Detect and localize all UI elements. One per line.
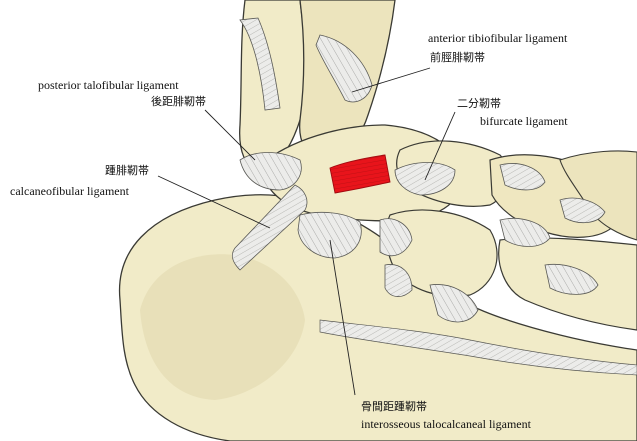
highlighted-ligament: [329, 154, 391, 194]
forefoot-ligament-1: [499, 163, 546, 191]
forefoot-ligament-2: [499, 218, 551, 247]
plantar-ligament: [319, 319, 637, 376]
anterior-tibiofibular-ligament: [315, 34, 373, 103]
forefoot-ligament-3: [559, 197, 606, 224]
leader-lines: [157, 67, 456, 396]
posterior-talofibular-ligament: [239, 152, 302, 191]
midfoot-ligament-2: [384, 264, 413, 297]
leader-anterior-tibiofibular: [351, 67, 431, 93]
label-calcaneofibular-jp: 踵腓靭帯: [105, 164, 149, 177]
leader-posterior-talofibular: [204, 109, 256, 161]
midfoot-ligament-1: [379, 218, 413, 257]
tibia-fibula-ligament-band: [239, 17, 281, 111]
label-posterior-talofibular-en: posterior talofibular ligament: [38, 78, 179, 92]
leader-bifurcate: [424, 111, 456, 181]
cuboid-bone: [385, 209, 498, 297]
bifurcate-ligament: [394, 162, 456, 196]
interosseous-talocalcaneal-ligament: [297, 211, 362, 259]
leader-calcaneofibular: [157, 175, 271, 229]
label-anterior-tibiofibular-en: anterior tibiofibular ligament: [428, 31, 568, 45]
label-calcaneofibular-en: calcaneofibular ligament: [10, 184, 129, 198]
label-interosseous-en: interosseous talocalcaneal ligament: [361, 417, 531, 431]
label-interosseous-jp: 骨間距踵靭帯: [361, 400, 427, 413]
leader-interosseous: [329, 239, 356, 396]
label-anterior-tibiofibular-jp: 前脛腓靭帯: [430, 51, 485, 64]
forefoot-ligament-4: [544, 263, 599, 295]
forefoot-upper: [559, 150, 637, 241]
label-bifurcate-en: bifurcate ligament: [480, 114, 568, 128]
label-posterior-talofibular-jp: 後距腓靭帯: [151, 95, 206, 108]
midfoot-ligament-3: [429, 284, 479, 323]
label-bifurcate-jp: 二分靭帯: [457, 97, 501, 110]
calcaneus-shadow: [140, 254, 305, 400]
